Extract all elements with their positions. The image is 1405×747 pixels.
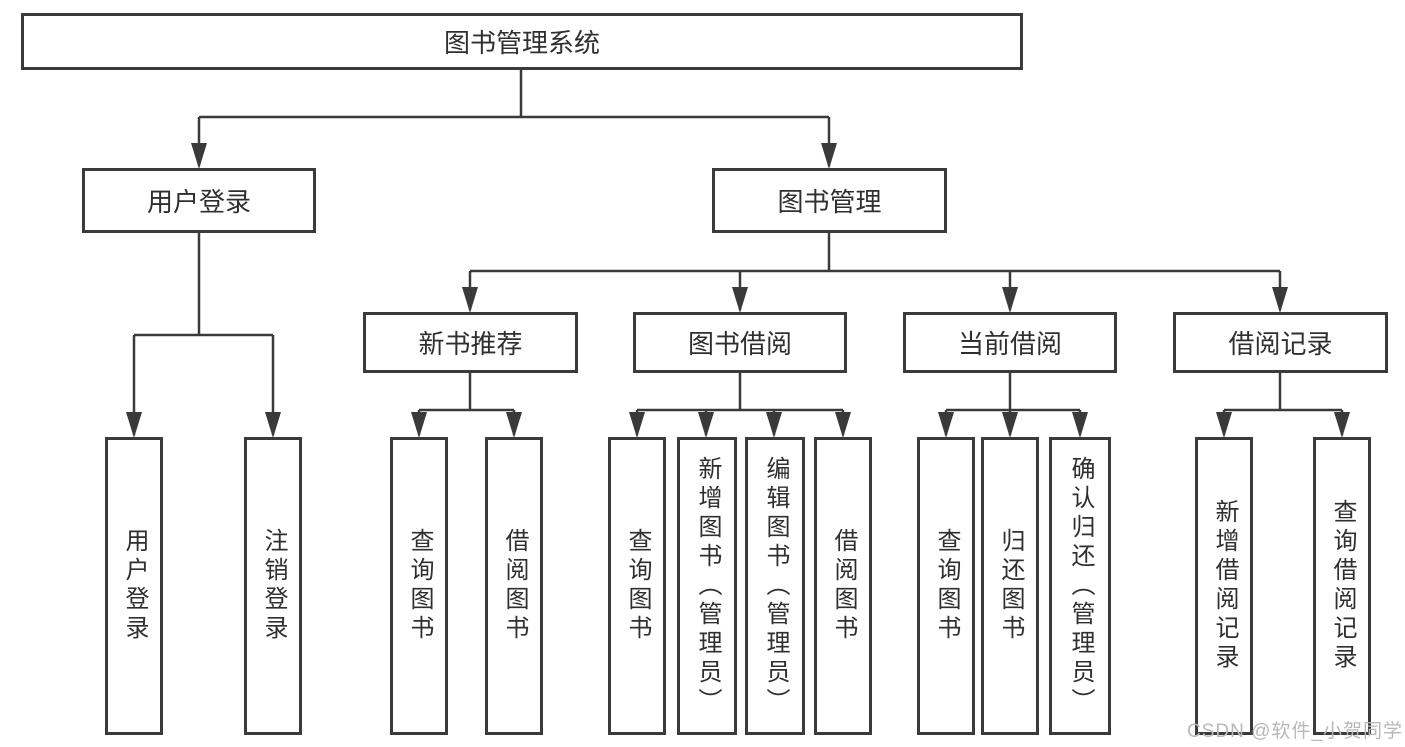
leaf-label: 查询借阅记录 [1329, 499, 1356, 673]
leaf-label: 借阅图书 [501, 528, 528, 644]
leaf-add-borrow-record: 新增借阅记录 [1195, 437, 1253, 735]
node-borrow-records: 借阅记录 [1173, 312, 1388, 373]
node-library-management-system: 图书管理系统 [21, 13, 1023, 70]
node-user-login: 用户登录 [82, 168, 316, 233]
leaf-query-books-borrow: 查询图书 [608, 437, 666, 735]
node-book-borrow: 图书借阅 [633, 312, 847, 373]
node-label: 借阅记录 [1228, 329, 1333, 359]
node-label: 用户登录 [146, 187, 251, 217]
node-label: 图书管理 [777, 187, 882, 217]
leaf-edit-books-admin: 编辑图书（管理员） [745, 437, 805, 735]
leaf-logout: 注销登录 [244, 437, 302, 735]
node-label: 图书管理系统 [443, 28, 600, 58]
node-label: 图书借阅 [687, 329, 792, 359]
leaf-label: 借阅图书 [830, 528, 857, 644]
leaf-label: 新增图书（管理员） [694, 455, 721, 717]
node-current-borrow: 当前借阅 [903, 312, 1117, 373]
leaf-return-books: 归还图书 [981, 437, 1039, 735]
node-new-book-recommend: 新书推荐 [363, 312, 578, 373]
leaf-label: 查询图书 [406, 528, 433, 644]
leaf-label: 归还图书 [997, 528, 1024, 644]
leaf-user-login: 用户登录 [105, 437, 163, 735]
leaf-confirm-return-admin: 确认归还（管理员） [1049, 437, 1111, 735]
leaf-borrow-books: 借阅图书 [814, 437, 872, 735]
leaf-add-books-admin: 新增图书（管理员） [677, 437, 737, 735]
leaf-query-borrow-record: 查询借阅记录 [1313, 437, 1371, 735]
node-book-management: 图书管理 [712, 168, 947, 233]
leaf-label: 编辑图书（管理员） [762, 455, 789, 717]
leaf-label: 确认归还（管理员） [1067, 455, 1094, 717]
leaf-label: 新增借阅记录 [1211, 499, 1238, 673]
csdn-watermark: CSDN @软件_小贺同学 [1187, 721, 1403, 742]
leaf-label: 用户登录 [121, 528, 148, 644]
node-label: 当前借阅 [957, 329, 1062, 359]
leaf-label: 查询图书 [624, 528, 651, 644]
node-label: 新书推荐 [418, 329, 523, 359]
leaf-borrow-books-recommend: 借阅图书 [485, 437, 543, 735]
leaf-query-books-current: 查询图书 [917, 437, 975, 735]
leaf-query-books-recommend: 查询图书 [390, 437, 448, 735]
leaf-label: 查询图书 [933, 528, 960, 644]
leaf-label: 注销登录 [260, 528, 287, 644]
